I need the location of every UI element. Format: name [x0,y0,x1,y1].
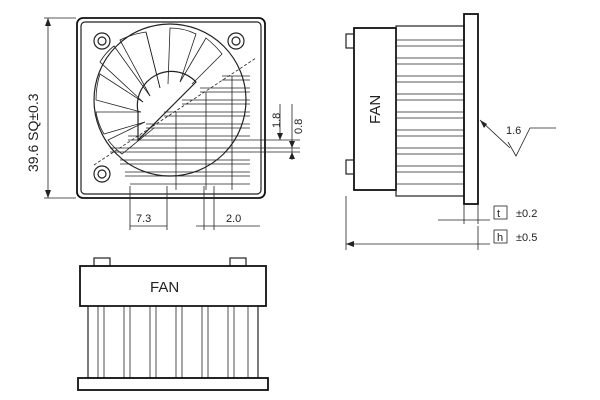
fin-slots [110,75,250,185]
bottom-view: FAN [77,257,269,391]
slot-width-label: 7.3 [136,213,151,225]
dimension-fin: 1.8 0.8 [250,104,305,160]
slot-dividers [175,76,233,190]
bottom-tab-right [229,257,247,267]
bottom-tab-left [93,257,111,267]
fin-gap-label: 0.8 [293,119,305,134]
front-view: 39.6 SQ±0.3 1.8 0.8 7.3 2.0 [25,17,305,230]
tolerance-t-value: ±0.2 [516,208,537,220]
fan-blades [95,27,223,155]
side-fan-label: FAN [367,95,384,124]
side-heatsink-fins [395,25,465,197]
mounting-hole-bottom-left [93,165,111,183]
tolerance-h-symbol: h [497,232,503,244]
bottom-base-plate [77,377,269,391]
tolerance-t-symbol: t [497,208,500,220]
tolerance-h: h ±0.5 [345,196,537,250]
rib-width-label: 2.0 [226,213,241,225]
surface-roughness-value: 1.6 [506,125,521,137]
side-tab-bottom [345,159,355,175]
bottom-fan-label: FAN [150,279,179,296]
side-tab-top [345,33,355,49]
tolerance-h-value: ±0.5 [516,232,537,244]
mounting-hole-top-right [227,32,245,50]
tolerance-t: t ±0.2 [438,204,537,224]
mounting-hole-top-left [93,32,111,50]
side-view: FAN 1.6 [345,13,556,250]
heatsink-inner-outline [80,21,262,195]
surface-roughness-mark: 1.6 [479,119,556,157]
heatsink-outline [76,17,266,199]
side-base-plate [463,13,479,205]
dimension-rib: 2.0 [196,186,260,230]
bottom-heatsink-fins [87,305,259,379]
size-label: 39.6 SQ±0.3 [25,93,41,172]
fan-hub [136,70,197,142]
fin-depth-label: 1.8 [271,113,283,128]
dimension-slot: 7.3 [129,186,168,230]
dimension-size: 39.6 SQ±0.3 [25,17,76,199]
